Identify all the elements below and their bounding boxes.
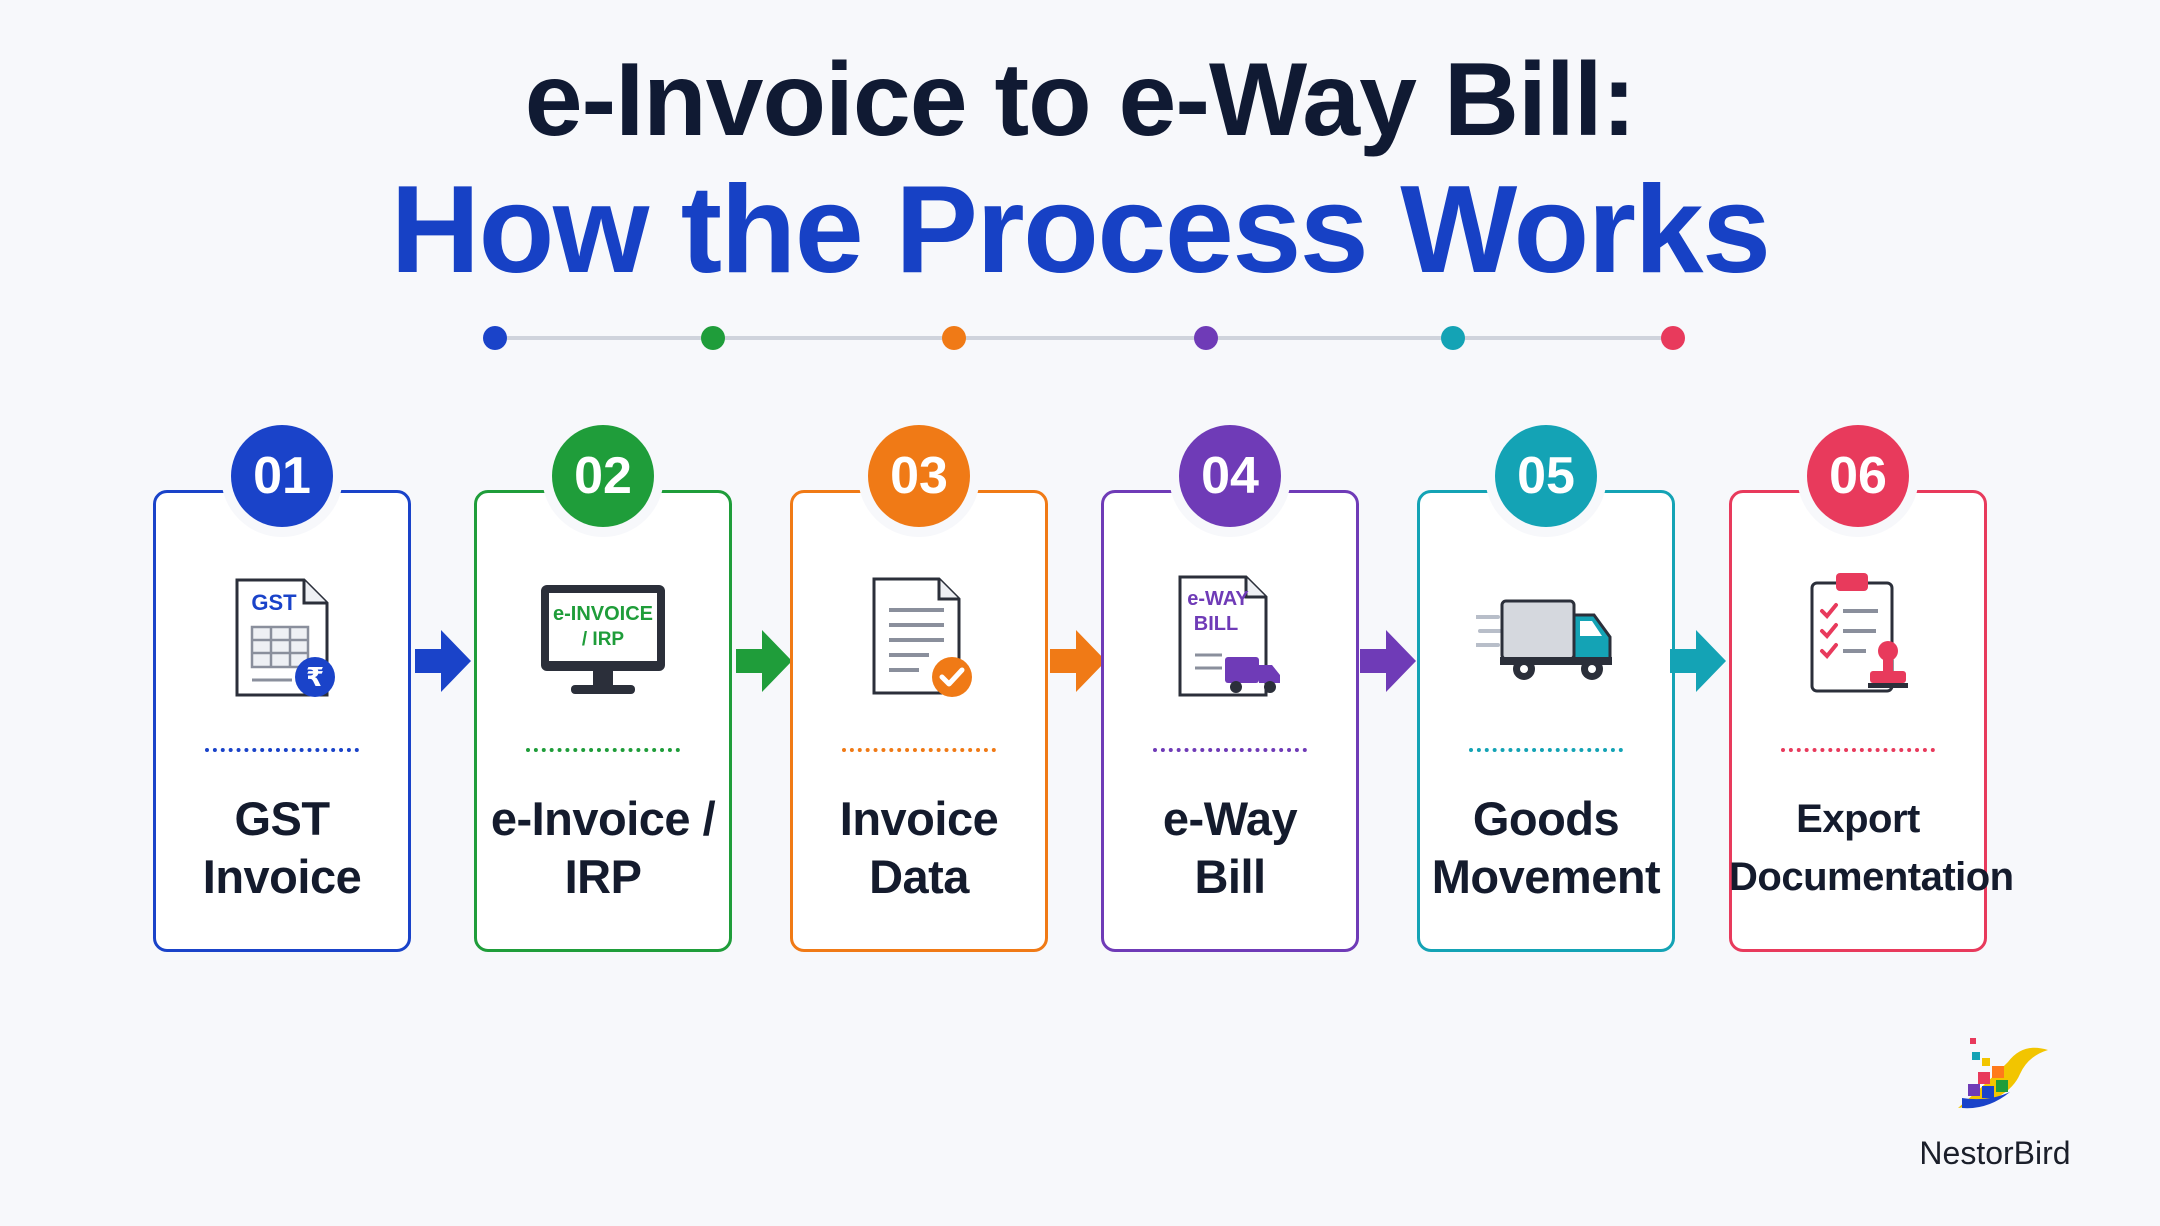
timeline-dot-6 bbox=[1661, 326, 1685, 350]
dotted-divider-5 bbox=[1469, 748, 1623, 752]
arrow-right-icon-1 bbox=[415, 630, 471, 692]
einvoice-icon-text: e-INVOICE bbox=[553, 603, 653, 625]
step-label-2: e-Invoice / IRP bbox=[474, 790, 732, 906]
step-label-6-line-1: Export bbox=[1796, 797, 1920, 841]
arrow-right-icon-2 bbox=[736, 630, 792, 692]
step-label-6-line-2: Documentation bbox=[1729, 855, 2014, 899]
step-number-badge-6: 06 bbox=[1807, 425, 1909, 527]
dotted-divider-4 bbox=[1153, 748, 1307, 752]
timeline-dot-5 bbox=[1441, 326, 1465, 350]
step-number-badge-5: 05 bbox=[1495, 425, 1597, 527]
timeline-dot-4 bbox=[1194, 326, 1218, 350]
timeline-dot-2 bbox=[701, 326, 725, 350]
step-number-badge-1: 01 bbox=[231, 425, 333, 527]
step-label-2-line-2: IRP bbox=[564, 850, 642, 903]
eway-icon-text: e-WAY bbox=[1187, 588, 1249, 610]
step-label-5-line-1: Goods bbox=[1472, 792, 1620, 845]
document-check-icon bbox=[849, 565, 989, 705]
brand-name: NestorBird bbox=[1919, 1135, 2071, 1171]
title-line-1: e-Invoice to e-Way Bill: bbox=[524, 42, 1637, 158]
monitor-irp-icon: e-INVOICE / IRP bbox=[533, 565, 673, 705]
step-label-6: Export Documentation bbox=[1729, 790, 2014, 906]
step-card-3 bbox=[790, 490, 1048, 952]
timeline-dot-3 bbox=[942, 326, 966, 350]
timeline-dot-1 bbox=[483, 326, 507, 350]
dotted-divider-6 bbox=[1781, 748, 1935, 752]
step-label-4: e-Way Bill bbox=[1101, 790, 1359, 906]
step-number-badge-2: 02 bbox=[552, 425, 654, 527]
step-card-5 bbox=[1417, 490, 1675, 952]
step-label-1-line-2: Invoice bbox=[202, 850, 362, 903]
step-label-2-line-1: e-Invoice / bbox=[490, 792, 716, 845]
step-number-badge-4: 04 bbox=[1179, 425, 1281, 527]
step-label-3-line-2: Data bbox=[869, 850, 969, 903]
title-line-2: How the Process Works bbox=[390, 161, 1771, 299]
step-card-2 bbox=[474, 490, 732, 952]
truck-icon bbox=[1474, 565, 1616, 705]
step-label-4-line-2: Bill bbox=[1194, 850, 1266, 903]
dotted-divider-1 bbox=[205, 748, 359, 752]
rupee-icon-text: ₹ bbox=[306, 663, 324, 693]
arrow-right-icon-5 bbox=[1670, 630, 1726, 692]
step-label-3: Invoice Data bbox=[790, 790, 1048, 906]
step-label-4-line-1: e-Way bbox=[1162, 792, 1298, 845]
dotted-divider-2 bbox=[526, 748, 680, 752]
irp-icon-text: / IRP bbox=[582, 629, 625, 650]
eway-bill-icon: e-WAY BILL bbox=[1160, 565, 1300, 705]
gst-invoice-icon: GST ₹ bbox=[212, 565, 352, 705]
dotted-divider-3 bbox=[842, 748, 996, 752]
step-card-4 bbox=[1101, 490, 1359, 952]
step-number-badge-3: 03 bbox=[868, 425, 970, 527]
step-label-1-line-1: GST bbox=[234, 792, 330, 845]
nestorbird-logo-icon bbox=[1958, 1038, 2048, 1109]
gst-icon-text: GST bbox=[251, 590, 297, 615]
step-label-5: Goods Movement bbox=[1417, 790, 1675, 906]
arrow-right-icon-4 bbox=[1360, 630, 1416, 692]
clipboard-stamp-icon bbox=[1788, 565, 1928, 705]
bill-icon-text: BILL bbox=[1194, 613, 1238, 635]
step-card-6 bbox=[1729, 490, 1987, 952]
step-label-3-line-1: Invoice bbox=[839, 792, 999, 845]
arrow-right-icon-3 bbox=[1050, 630, 1106, 692]
step-label-5-line-2: Movement bbox=[1431, 850, 1661, 903]
step-label-1: GST Invoice bbox=[153, 790, 411, 906]
